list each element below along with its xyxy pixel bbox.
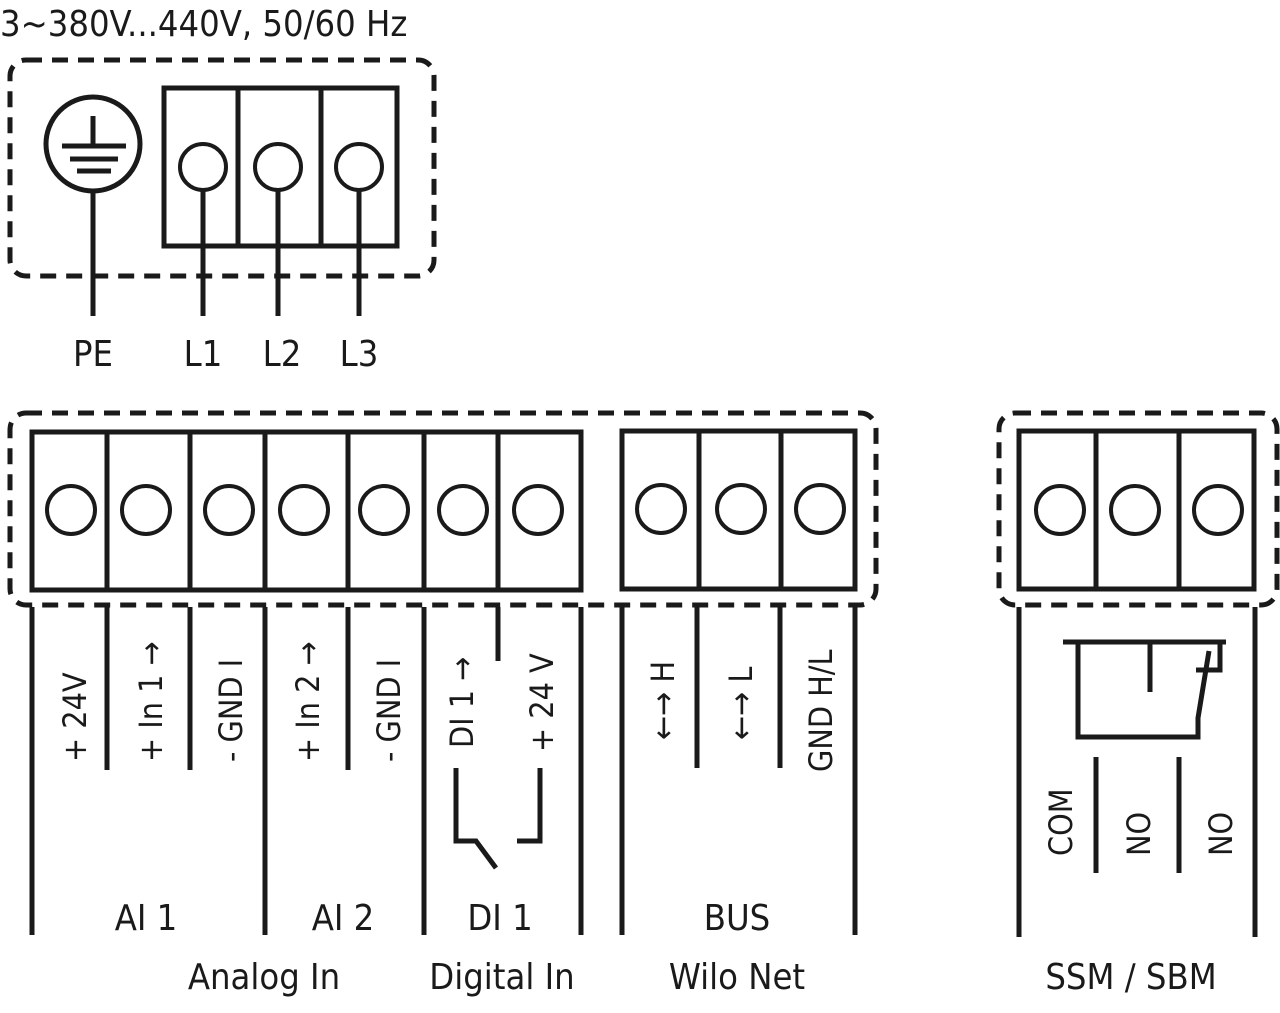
power-supply-title: 3~380V...440V, 50/60 Hz: [0, 4, 407, 45]
mains-terminal-block: [161, 85, 400, 316]
terminal-no-2: [1192, 484, 1244, 536]
label-in1: + In 1 →: [132, 641, 170, 762]
label-in2: + In 2 →: [289, 641, 327, 762]
terminal-in1: [120, 484, 172, 536]
category-label-wilo-net: Wilo Net: [669, 957, 805, 998]
earth-ground-icon: [43, 94, 143, 316]
group-label-ai2: AI 2: [312, 898, 375, 939]
label-l2: L2: [263, 334, 302, 375]
label-pe: PE: [73, 334, 113, 375]
terminal-di1: [437, 484, 489, 536]
terminal-bus-gnd: [794, 483, 846, 535]
relay-contact-icon: [1063, 639, 1226, 740]
label-com: COM: [1042, 788, 1080, 856]
power-terminal-box: [7, 57, 437, 279]
category-label-ssm-sbm: SSM / SBM: [1045, 957, 1216, 998]
relay-terminal-box: [996, 410, 1280, 608]
label-gnd1: - GND I: [212, 659, 250, 762]
group-label-ai1: AI 1: [115, 898, 178, 939]
terminal-bus-l: [715, 483, 767, 535]
category-label-digital-in: Digital In: [429, 957, 574, 998]
label-bus-gnd: GND H/L: [802, 649, 840, 772]
label-bus-h: ←→ H: [644, 661, 682, 740]
terminal-in2: [278, 484, 330, 536]
terminal-l2: [253, 142, 303, 192]
label-l1: L1: [184, 334, 223, 375]
terminal-l1: [178, 142, 228, 192]
relay-wires: [1016, 607, 1258, 937]
label-no-1: NO: [1120, 812, 1158, 856]
terminal-bus-h: [635, 483, 687, 535]
control-wires: [29, 607, 858, 935]
terminal-gnd2: [358, 484, 410, 536]
label-plus-24v: + 24V: [56, 672, 94, 762]
label-di1: DI 1 →: [443, 657, 481, 748]
bus-terminal-block: [619, 428, 858, 592]
label-l3: L3: [340, 334, 379, 375]
terminal-di-24v: [512, 484, 564, 536]
terminal-gnd1: [203, 484, 255, 536]
label-no-2: NO: [1202, 812, 1240, 856]
label-di-24v: + 24 V: [523, 653, 561, 752]
control-terminal-box: [7, 410, 879, 608]
label-gnd2: - GND I: [370, 659, 408, 762]
terminal-24v: [45, 484, 97, 536]
group-label-di1: DI 1: [467, 898, 532, 939]
label-bus-l: ←→ L: [722, 667, 760, 740]
terminal-no-1: [1109, 484, 1161, 536]
group-label-bus: BUS: [704, 898, 771, 939]
terminal-l3: [334, 142, 384, 192]
io-terminal-block: [29, 429, 584, 593]
category-label-analog-in: Analog In: [188, 957, 340, 998]
relay-terminal-block: [1016, 428, 1257, 592]
digital-input-switch-icon: [453, 768, 543, 870]
terminal-com: [1034, 484, 1086, 536]
